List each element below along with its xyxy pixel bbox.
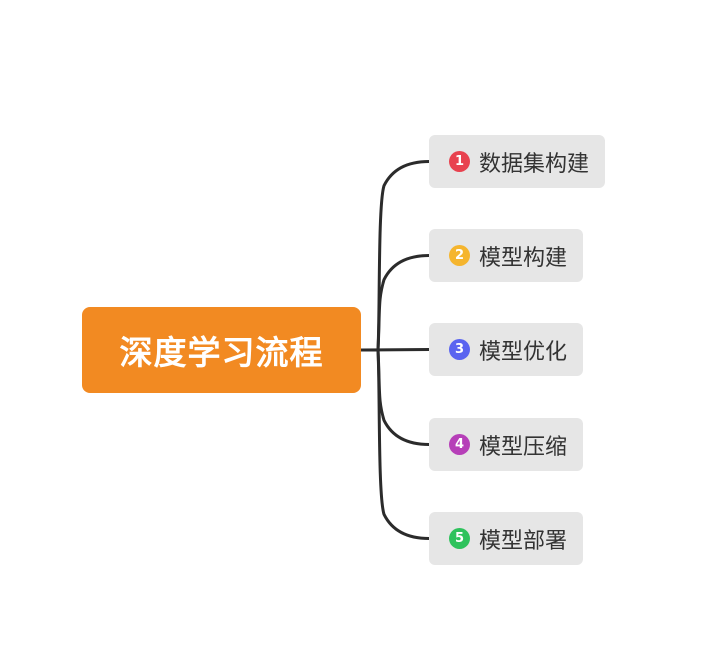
branch-label-4: 模型压缩	[479, 434, 568, 460]
branch-node-3[interactable]: 3 模型优化	[429, 323, 584, 376]
root-label: 深度学习流程	[119, 333, 324, 372]
connector-5	[359, 348, 431, 540]
branch-label-3: 模型优化	[479, 339, 568, 365]
branch-node-1[interactable]: 1 数据集构建	[429, 135, 606, 188]
branch-label-2: 模型构建	[479, 245, 568, 271]
priority-badge-4: 4	[449, 434, 470, 455]
priority-badge-2: 2	[449, 245, 470, 266]
branch-label-1: 数据集构建	[479, 151, 590, 177]
branch-node-4[interactable]: 4 模型压缩	[429, 418, 584, 471]
branch-node-2[interactable]: 2 模型构建	[429, 229, 584, 282]
connector-2	[359, 254, 431, 352]
priority-badge-1: 1	[449, 151, 470, 172]
branch-node-5[interactable]: 5 模型部署	[429, 512, 584, 565]
priority-badge-3: 3	[449, 339, 470, 360]
branch-label-5: 模型部署	[479, 528, 568, 554]
root-node[interactable]: 深度学习流程	[82, 307, 361, 393]
priority-badge-5: 5	[449, 528, 470, 549]
connector-4	[359, 348, 431, 446]
